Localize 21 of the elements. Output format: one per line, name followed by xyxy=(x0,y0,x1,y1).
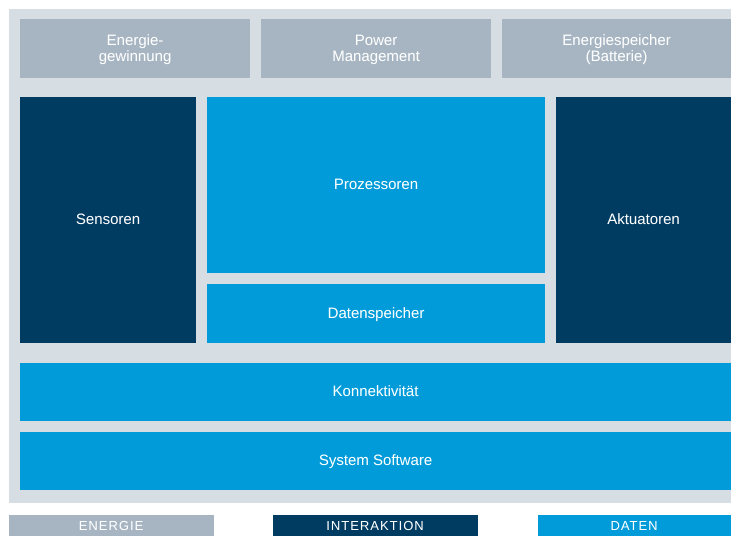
block-label: Energiespeicher (Batterie) xyxy=(561,32,672,64)
block-label: Power Management xyxy=(331,32,421,64)
module-block xyxy=(207,284,545,343)
legend-label: DATEN xyxy=(610,518,659,533)
block-label: Sensoren xyxy=(76,212,140,228)
block-label: System Software xyxy=(318,453,432,469)
module-block xyxy=(207,97,545,273)
block-label: Prozessoren xyxy=(334,177,418,193)
module-block xyxy=(261,19,491,78)
block-label: Datenspeicher xyxy=(328,306,424,322)
block-label: Aktuatoren xyxy=(607,212,680,228)
module-block xyxy=(20,363,731,421)
module-block xyxy=(502,19,731,78)
module-block xyxy=(20,19,250,78)
legend-label: INTERAKTION xyxy=(326,518,425,533)
legend-label: ENERGIE xyxy=(78,518,144,533)
block-label: Energie- gewinnung xyxy=(98,32,172,64)
module-block xyxy=(20,432,731,490)
block-label: Konnektivität xyxy=(332,384,418,400)
module-block xyxy=(556,97,731,343)
module-block xyxy=(20,97,196,343)
